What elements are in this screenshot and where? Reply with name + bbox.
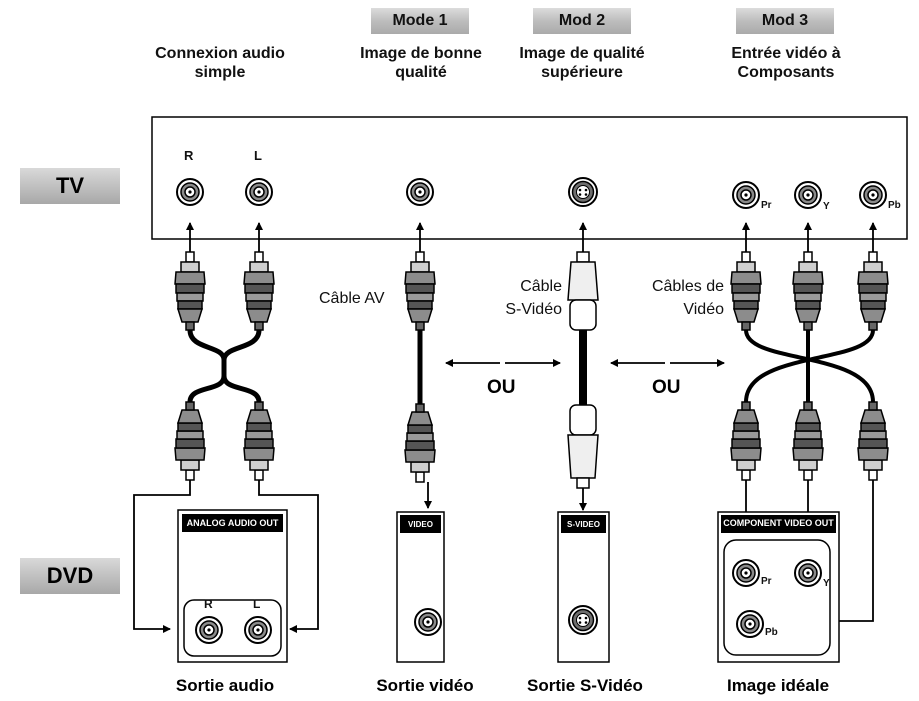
tv-jack-l [245, 178, 273, 206]
component-video-out-label: COMPONENT VIDEO OUT [723, 518, 834, 528]
dvd-jack-y-label: Y [823, 578, 830, 589]
mode2-description: Image de qualité supérieure [519, 45, 645, 81]
dvd-svideo-panel [557, 511, 610, 663]
dvd-jack-pr-label: Pr [761, 576, 772, 587]
tv-jack-r [176, 178, 204, 206]
av-cable [404, 251, 436, 482]
tv-jack-pr [732, 181, 760, 209]
tv-jack-svideo [568, 177, 598, 207]
out-video-label: Sortie vidéo [376, 676, 474, 695]
dvd-jack-l-label: L [253, 597, 261, 611]
tv-jack-pr-label: Pr [761, 200, 772, 211]
tv-jack-y-label: Y [823, 201, 830, 212]
dvd-jack-pb-label: Pb [765, 627, 778, 638]
mode1-badge: Mode 1 [371, 8, 469, 34]
tv-jack-y [794, 181, 822, 209]
dvd-video-panel [396, 511, 445, 663]
out-svideo-label: Sortie S-Vidéo [527, 676, 643, 695]
dvd-jack-svideo [568, 605, 598, 635]
tv-badge: TV [20, 168, 120, 204]
mode3-description: Entrée vidéo à Composants [731, 45, 841, 81]
audio-cable [174, 251, 275, 480]
dvd-jack-l [244, 616, 272, 644]
video-out-label: VIDEO OUT [408, 520, 433, 542]
svideo-out-label: S-VIDEO OUT [567, 520, 600, 542]
out-audio-label: Sortie audio [175, 676, 275, 695]
or-label-1: OU [487, 377, 516, 398]
out-ideal-label: Image idéale [726, 676, 830, 695]
dvd-jack-pr [732, 559, 760, 587]
cable-svideo-label-1: Câble [520, 278, 562, 295]
simple-audio-label: Connexion audio simple [155, 45, 285, 81]
svideo-cable [567, 251, 599, 489]
tv-jack-video [406, 178, 434, 206]
tv-jack-l-label: L [254, 148, 262, 163]
component-cables [730, 251, 889, 480]
analog-audio-out-label: ANALOG AUDIO OUT [186, 518, 279, 528]
dvd-jack-r-label: R [204, 597, 213, 611]
cable-svideo-label-2: S-Vidéo [505, 301, 562, 318]
or-label-2: OU [652, 377, 681, 398]
cable-video-label-2: Vidéo [683, 301, 724, 318]
cable-video-label-1: Câbles de [651, 278, 724, 295]
dvd-jack-video [414, 608, 442, 636]
dvd-badge: DVD [20, 558, 120, 594]
dvd-jack-y [794, 559, 822, 587]
tv-jack-pb [859, 181, 887, 209]
tv-jack-r-label: R [184, 148, 194, 163]
cable-av-label: Câble AV [319, 290, 385, 307]
mode1-description: Image de bonne qualité [360, 45, 482, 81]
tv-jack-pb-label: Pb [888, 200, 901, 211]
tv-panel [151, 116, 908, 240]
dvd-jack-pb [736, 610, 764, 638]
mode3-badge: Mod 3 [736, 8, 834, 34]
mode2-badge: Mod 2 [533, 8, 631, 34]
dvd-jack-r [195, 616, 223, 644]
